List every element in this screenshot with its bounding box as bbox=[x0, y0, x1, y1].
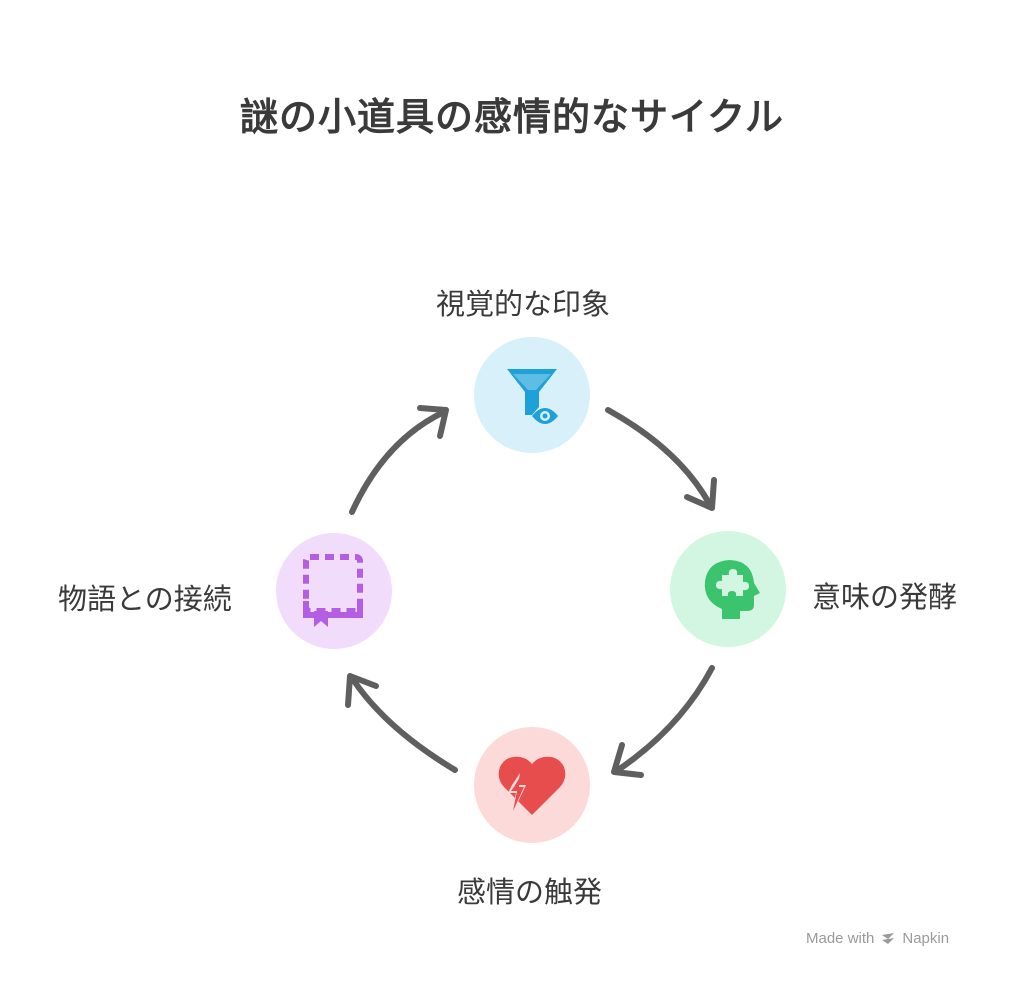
watermark-made-with: Made with bbox=[806, 930, 875, 947]
arrowhead-top-to-right bbox=[684, 477, 717, 511]
label-visual-impression: 視覚的な印象 bbox=[436, 287, 611, 321]
node-meaning-fermentation bbox=[670, 531, 786, 647]
broken-heart-icon bbox=[498, 756, 566, 819]
arrow-bottom-to-left bbox=[349, 675, 458, 773]
diagram-title: 謎の小道具の感情的なサイクル bbox=[239, 95, 785, 139]
node-story-connection bbox=[276, 533, 392, 649]
watermark-brand: Napkin bbox=[902, 930, 950, 947]
arrowhead-right-to-bottom bbox=[611, 742, 644, 778]
arrowhead-bottom-to-left bbox=[345, 673, 379, 708]
dashed-frame-bookmark-icon bbox=[303, 554, 363, 627]
arrow-left-to-top bbox=[349, 409, 447, 515]
arrowhead-left-to-top bbox=[417, 405, 449, 439]
funnel-eye-icon bbox=[507, 369, 558, 424]
node-visual-impression bbox=[474, 337, 590, 453]
node-emotion-trigger bbox=[474, 727, 590, 843]
label-meaning-fermentation: 意味の発酵 bbox=[812, 580, 958, 614]
napkin-logo-icon bbox=[882, 932, 895, 944]
label-story-connection: 物語との接続 bbox=[58, 582, 232, 616]
label-emotion-trigger: 感情の触発 bbox=[457, 875, 603, 909]
arrow-top-to-right bbox=[605, 407, 713, 508]
arrow-right-to-bottom bbox=[615, 665, 715, 773]
napkin-watermark: Made with Napkin bbox=[806, 930, 949, 947]
head-puzzle-icon bbox=[704, 560, 760, 619]
